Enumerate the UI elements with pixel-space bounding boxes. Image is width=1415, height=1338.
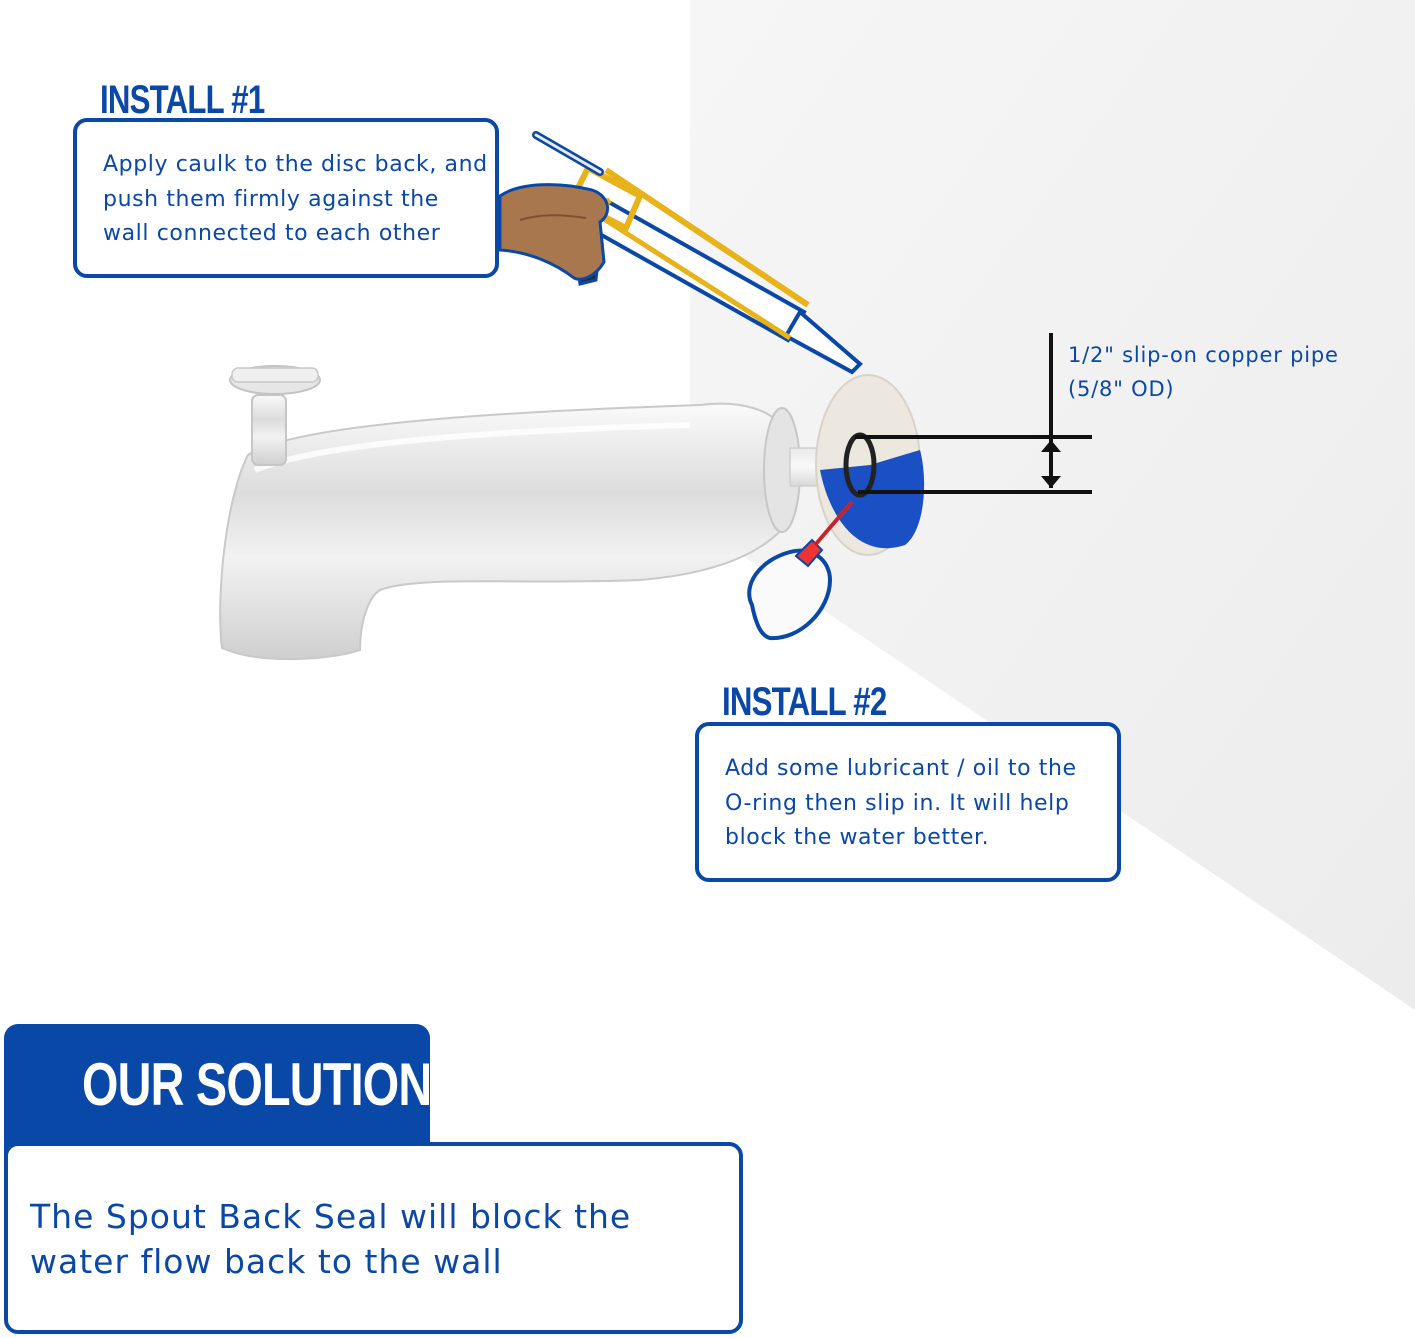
solution-card: The Spout Back Seal will block the water… xyxy=(4,1142,743,1334)
dimension-arrow-icon xyxy=(855,333,1092,494)
oil-bottle-icon xyxy=(747,500,854,641)
install-1-text: Apply caulk to the disc back, and push t… xyxy=(103,152,488,246)
tub-spout-icon xyxy=(219,365,871,661)
install-1-callout: Apply caulk to the disc back, and push t… xyxy=(73,118,499,278)
install-1-heading: INSTALL #1 xyxy=(100,78,265,122)
solution-header-tab: OUR SOLUTION xyxy=(4,1024,432,1164)
pipe-dimension-label: 1/2" slip-on copper pipe (5/8" OD) xyxy=(1068,343,1339,401)
solution-text: The Spout Back Seal will block the water… xyxy=(30,1197,632,1281)
install-2-callout: Add some lubricant / oil to the O-ring t… xyxy=(695,722,1121,882)
install-2-heading: INSTALL #2 xyxy=(722,680,887,724)
solution-title: OUR SOLUTION xyxy=(82,1051,432,1118)
caulk-gun-icon xyxy=(498,131,863,375)
install-2-text: Add some lubricant / oil to the O-ring t… xyxy=(725,756,1077,850)
spout-back-seal-disc xyxy=(815,374,925,556)
